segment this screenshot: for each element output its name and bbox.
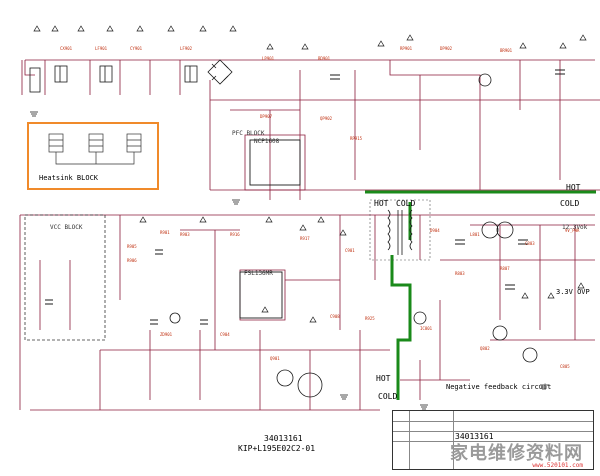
cold-label-bottom: COLD (378, 392, 398, 401)
transistor-circles (169, 73, 538, 398)
svg-text:LP901: LP901 (262, 56, 275, 61)
heatsink-block-label: Heatsink BLOCK (39, 174, 99, 182)
cold-label-top: COLD (560, 199, 580, 208)
svg-text:Q802: Q802 (480, 346, 490, 351)
svg-text:RP901: RP901 (400, 46, 413, 51)
capacitors (45, 69, 565, 325)
pfc-ic (249, 139, 301, 186)
main-ic (239, 271, 283, 319)
svg-text:R903: R903 (180, 232, 190, 237)
svg-text:RP915: RP915 (350, 136, 363, 141)
wires-main (19, 59, 600, 411)
hot-label-top: HOT (566, 183, 581, 192)
svg-text:DP902: DP902 (440, 46, 453, 51)
svg-text:R906: R906 (127, 258, 137, 263)
svg-text:9V_PWR: 9V_PWR (565, 228, 580, 233)
svg-text:ZD901: ZD901 (160, 332, 173, 337)
svg-text:BR901: BR901 (500, 48, 513, 53)
title-block: 34013161 家电维修资料网 www.520101.com (392, 410, 594, 470)
heatsink-symbols (48, 133, 142, 165)
power-output-label: 12.3Vok (562, 224, 588, 231)
vcc-block-frame (24, 214, 106, 341)
svg-text:C908: C908 (330, 314, 340, 319)
ovp-label: 3.3V OVP (556, 288, 590, 296)
title-block-part-number: 34013161 (455, 432, 494, 441)
svg-text:R917: R917 (300, 236, 310, 241)
transformer-frame (369, 199, 431, 261)
svg-text:R925: R925 (365, 316, 375, 321)
svg-text:IC801: IC801 (420, 326, 433, 331)
svg-text:Q901: Q901 (270, 356, 280, 361)
svg-text:D904: D904 (430, 228, 440, 233)
svg-text:LF902: LF902 (180, 46, 193, 51)
main-transformer (387, 209, 413, 255)
svg-text:R905: R905 (127, 244, 137, 249)
part-number-2: KIP+L195E02C2-01 (238, 444, 316, 453)
watermark-text: 家电维修资料网 (450, 443, 583, 464)
svg-text:C901: C901 (345, 248, 355, 253)
svg-text:CX901: CX901 (60, 46, 73, 51)
heatsink-block-frame: Heatsink BLOCK (27, 122, 159, 190)
input-chokes (29, 65, 198, 93)
svg-text:BD901: BD901 (318, 56, 331, 61)
svg-text:L801: L801 (470, 232, 480, 237)
main-ic-label: FSL136MR (244, 270, 273, 277)
bridge-rectifier (207, 59, 233, 85)
svg-text:C803: C803 (525, 241, 535, 246)
vcc-block-label: VCC BLOCK (50, 224, 83, 231)
hot-label-bottom: HOT (376, 374, 391, 383)
svg-text:C805: C805 (560, 364, 570, 369)
feedback-label: Negative feedback circuit (446, 383, 552, 391)
svg-text:C904: C904 (220, 332, 230, 337)
watermark-url: www.520101.com (532, 462, 583, 469)
pfc-ic-label: NCP1608 (254, 138, 280, 145)
cold-label-mid: COLD (396, 199, 416, 208)
warning-triangles (33, 25, 587, 323)
part-number-1: 34013161 (264, 434, 303, 443)
svg-text:R901: R901 (160, 230, 170, 235)
svg-text:CY901: CY901 (130, 46, 143, 51)
svg-text:R803: R803 (455, 271, 465, 276)
hot-label-mid: HOT (374, 199, 389, 208)
pfc-block-label: PFC BLOCK (232, 130, 265, 137)
svg-text:DP907: DP907 (260, 114, 273, 119)
svg-text:LF901: LF901 (95, 46, 108, 51)
ground-symbols (30, 111, 548, 410)
svg-text:QP902: QP902 (320, 116, 333, 121)
svg-text:R807: R807 (500, 266, 510, 271)
svg-text:R916: R916 (230, 232, 240, 237)
